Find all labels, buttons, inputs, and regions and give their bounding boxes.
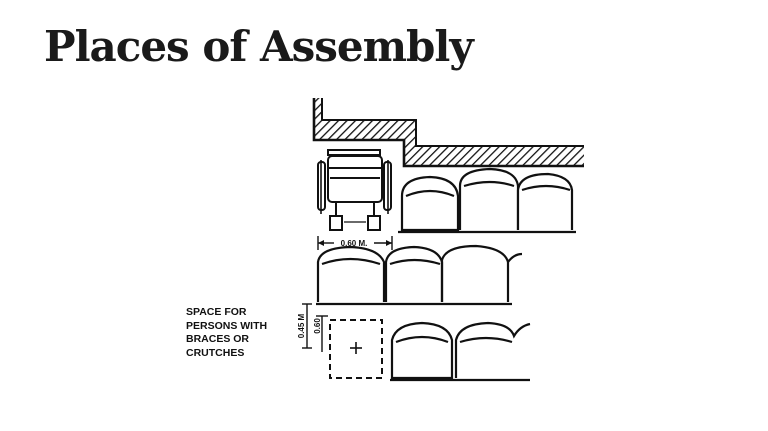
seat xyxy=(440,244,523,302)
seat xyxy=(316,245,386,302)
caption-line: BRACES OR xyxy=(186,333,250,345)
seat xyxy=(390,321,454,380)
wheelchair-icon xyxy=(317,149,392,231)
height-dimension-outer-label: 0.45 M xyxy=(297,313,306,338)
caption-line: SPACE FOR xyxy=(186,306,247,318)
slide-title: Places of Assembly xyxy=(44,22,474,71)
crutches-space-box xyxy=(329,319,383,379)
seat xyxy=(458,167,520,230)
seat xyxy=(384,245,444,302)
seat xyxy=(516,172,574,230)
wall xyxy=(312,98,584,168)
width-dimension-label: 0.60 M. xyxy=(341,239,368,248)
width-dimension xyxy=(317,236,393,250)
seat xyxy=(400,175,460,232)
seat-row-1 xyxy=(398,167,576,234)
height-dimension-inner-label: 0.60 xyxy=(313,318,322,334)
seat-row-3 xyxy=(390,321,531,382)
seat xyxy=(454,321,531,378)
caption-line: PERSONS WITH xyxy=(186,319,268,332)
caption-line: CRUTCHES xyxy=(186,346,245,359)
seat-row-2 xyxy=(316,244,523,306)
height-dimension xyxy=(302,303,328,352)
crutches-space-caption: SPACE FOR PERSONS WITH BRACES OR CRUTCHE… xyxy=(186,306,267,360)
